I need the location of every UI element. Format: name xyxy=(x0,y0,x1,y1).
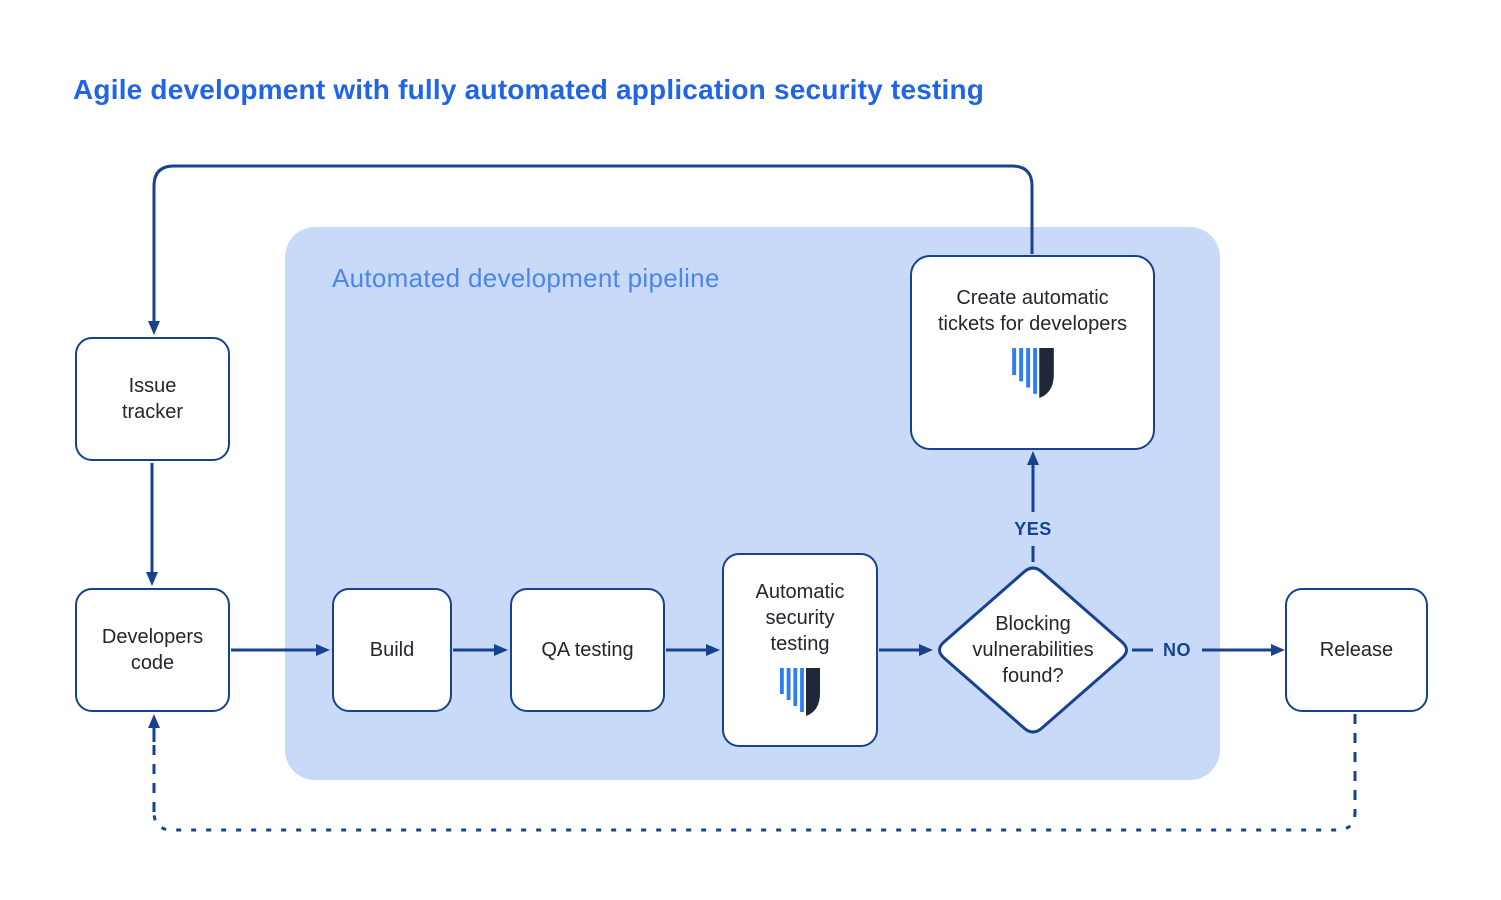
node-qa-testing-label: QA testing xyxy=(541,639,634,661)
node-release-label: Release xyxy=(1319,639,1394,661)
node-build-label: Build xyxy=(369,639,415,661)
node-blocking-vulnerabilities: Blocking vulnerabilities found? xyxy=(943,585,1123,715)
node-build: Build xyxy=(332,588,452,712)
edge-release-return-horizontal xyxy=(152,811,1357,832)
node-blocking-vulnerabilities-label: Blocking vulnerabilities found? xyxy=(972,613,1094,687)
pipeline-region-label: Automated development pipeline xyxy=(332,263,720,293)
edge-label-yes: YES xyxy=(1014,519,1052,539)
diagram-title: Agile development with fully automated a… xyxy=(73,74,985,105)
node-developers-code: Developers code xyxy=(75,588,230,712)
node-create-automatic-tickets: Create automatic tickets for developers xyxy=(910,255,1155,450)
node-issue-tracker-label: Issue tracker xyxy=(121,375,184,423)
node-issue-tracker: Issue tracker xyxy=(75,337,230,461)
node-qa-testing: QA testing xyxy=(510,588,665,712)
security-shield-logo-icon xyxy=(780,668,820,716)
node-developers-code-label: Developers code xyxy=(101,626,204,674)
node-create-automatic-tickets-label: Create automatic tickets for developers xyxy=(938,287,1127,335)
node-automatic-security-testing: Automatic security testing xyxy=(722,553,878,747)
edge-tickets-to-issue-tracker xyxy=(148,164,1034,335)
node-automatic-security-testing-label: Automatic security testing xyxy=(755,581,845,655)
decision-diamond-shape xyxy=(938,566,1128,734)
node-release: Release xyxy=(1285,588,1428,712)
security-shield-logo-icon xyxy=(1011,348,1054,398)
edge-label-no: NO xyxy=(1163,640,1191,660)
